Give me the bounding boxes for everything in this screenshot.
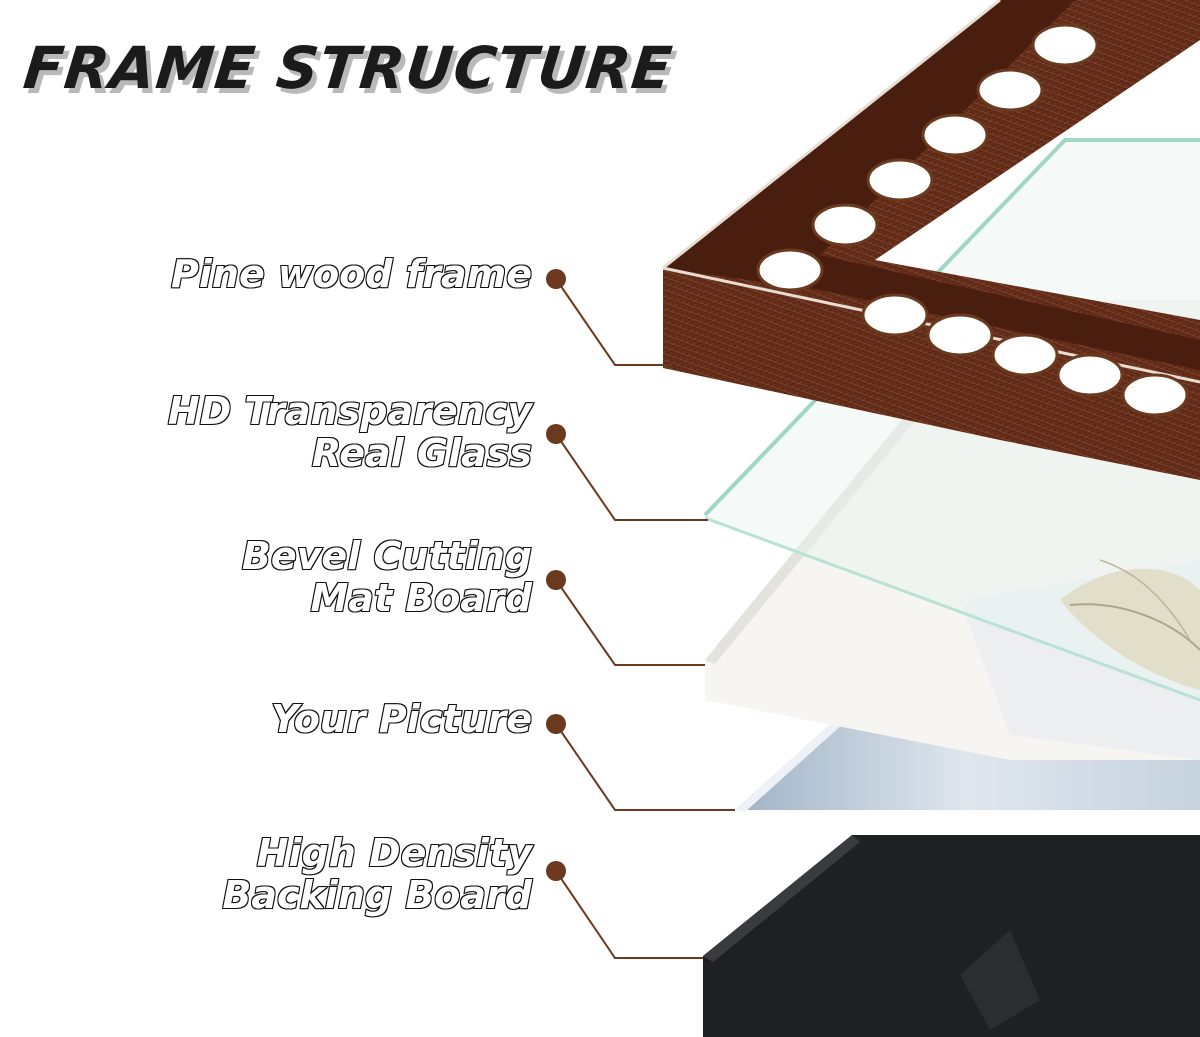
label-line: Mat Board <box>309 576 533 620</box>
label-mat-board: Bevel Cutting Mat Board <box>241 534 533 620</box>
leader-dot-glass <box>546 424 566 444</box>
label-your-picture: Your Picture <box>270 697 533 741</box>
label-line: HD Transparency <box>167 389 533 433</box>
leader-line-glass <box>555 433 708 521</box>
leader-dot-backing <box>546 861 566 881</box>
label-line: Your Picture <box>270 697 533 741</box>
leader-dots <box>546 269 566 881</box>
leader-line-backing <box>555 870 703 959</box>
label-real-glass: HD Transparency Real Glass <box>167 389 533 475</box>
label-backing-board: High Density Backing Board <box>221 831 533 917</box>
label-line: Bevel Cutting <box>241 534 533 578</box>
label-line: Backing Board <box>221 873 533 917</box>
leader-dot-picture <box>546 714 566 734</box>
feather-artwork-icon <box>1060 559 1200 690</box>
leader-line-mat <box>555 579 705 666</box>
frame-corner-icon <box>662 0 1200 480</box>
leader-lines <box>555 278 735 959</box>
backing-board-icon <box>703 835 1200 1037</box>
leader-line-picture <box>555 723 735 811</box>
leader-line-frame <box>555 278 672 366</box>
label-line: Real Glass <box>311 431 533 475</box>
leader-dot-mat <box>546 570 566 590</box>
label-line: Pine wood frame <box>170 252 533 296</box>
label-pine-wood-frame: Pine wood frame <box>170 252 533 296</box>
label-line: High Density <box>256 831 533 875</box>
leader-dot-frame <box>546 269 566 289</box>
